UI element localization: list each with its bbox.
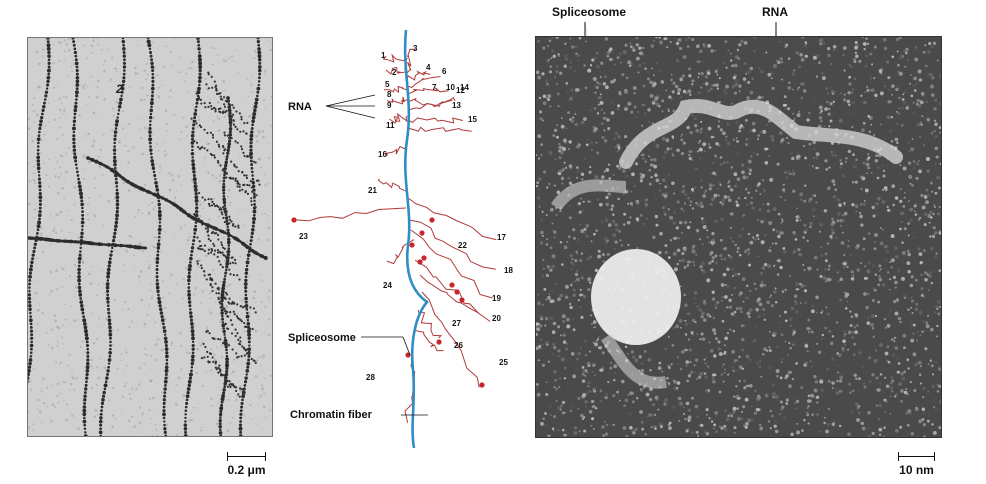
rna-strand — [405, 48, 416, 75]
spliceosome-dot — [417, 259, 423, 265]
rna-strand — [408, 219, 496, 270]
branch-number: 18 — [504, 266, 513, 275]
left-micrograph: 2 — [27, 37, 273, 437]
rna-strand — [389, 112, 408, 124]
left-scale-label: 0.2 μm — [227, 463, 266, 477]
branch-number: 19 — [492, 294, 501, 303]
right-scale-label: 10 nm — [899, 463, 934, 477]
branch-number: 20 — [492, 314, 501, 323]
rna-strand — [382, 53, 408, 63]
rna-strand — [410, 229, 493, 299]
chromatin-fiber — [403, 29, 429, 449]
spliceosome-dot — [419, 230, 425, 236]
micrograph-mark: 2 — [116, 82, 123, 96]
rna-pointer-lines — [325, 94, 428, 416]
branch-number: 3 — [413, 44, 418, 53]
branch-number: 27 — [452, 319, 461, 328]
branch-number: 22 — [458, 241, 467, 250]
branch-number: 4 — [426, 63, 431, 72]
branch-number: 8 — [387, 90, 392, 99]
branch-number: 5 — [385, 80, 390, 89]
spliceosome-dot — [291, 217, 297, 223]
branch-number: 11 — [386, 121, 395, 130]
rna-strand — [407, 197, 497, 241]
chromatin-label: Chromatin fiber — [290, 409, 373, 421]
rna-strand — [413, 329, 444, 352]
rna-strand — [407, 117, 464, 124]
branch-number: 13 — [452, 101, 461, 110]
branch-number: 6 — [442, 67, 447, 76]
rna-strand — [414, 259, 491, 322]
branch-number: 2 — [392, 68, 397, 77]
spliceosome-dot — [436, 339, 442, 345]
branch-number: 26 — [454, 341, 463, 350]
rna-strand — [406, 75, 441, 88]
spliceosome-dot — [454, 289, 460, 295]
rna-strand — [406, 70, 431, 81]
branch-number: 7 — [432, 83, 437, 92]
spliceosome-dot — [479, 382, 485, 388]
branch-number: 15 — [468, 115, 477, 124]
right-spliceosome-label: Spliceosome — [552, 5, 627, 19]
rna-strand — [407, 126, 472, 132]
spliceosome-dot — [409, 242, 415, 248]
right-scale-bar: 10 nm — [898, 452, 935, 477]
left-micrograph-image — [28, 38, 272, 436]
rna-strand — [407, 98, 453, 108]
branch-number: 28 — [366, 373, 375, 382]
rna-strand — [419, 274, 480, 314]
right-rna-label: RNA — [762, 5, 788, 19]
branch-number: 14 — [460, 83, 469, 92]
branch-number: 9 — [387, 101, 392, 110]
rna-strand — [385, 143, 408, 156]
rna-strand — [417, 309, 443, 339]
branch-number: 16 — [378, 150, 387, 159]
branch-number: 21 — [368, 186, 377, 195]
spliceosome-label: Spliceosome — [288, 332, 356, 344]
spliceosome-dot — [449, 282, 455, 288]
rna-strand — [407, 96, 456, 111]
branch-number: 24 — [383, 281, 392, 290]
spliceosome-dot — [421, 255, 427, 261]
branch-number: 10 — [446, 83, 455, 92]
spliceosome-dot — [429, 217, 435, 223]
right-micrograph — [535, 36, 942, 438]
rna-strand — [292, 207, 407, 222]
rna-label: RNA — [288, 101, 312, 113]
right-micrograph-image — [536, 37, 941, 437]
branch-number: 1 — [381, 51, 386, 60]
rna-strand — [421, 291, 480, 388]
diagram-drawing: 1234567891011121314151617181920212223242… — [288, 29, 513, 449]
branch-number: 23 — [299, 232, 308, 241]
rna-strand — [407, 87, 449, 95]
rna-strand — [384, 85, 410, 94]
branch-number: 25 — [499, 358, 508, 367]
rna-strand — [377, 178, 408, 193]
branch-number: 12 — [456, 86, 465, 95]
branch-number: 17 — [497, 233, 506, 242]
spliceosome-dot — [459, 297, 465, 303]
rna-strand — [386, 96, 408, 105]
left-scale-bar: 0.2 μm — [227, 452, 266, 477]
